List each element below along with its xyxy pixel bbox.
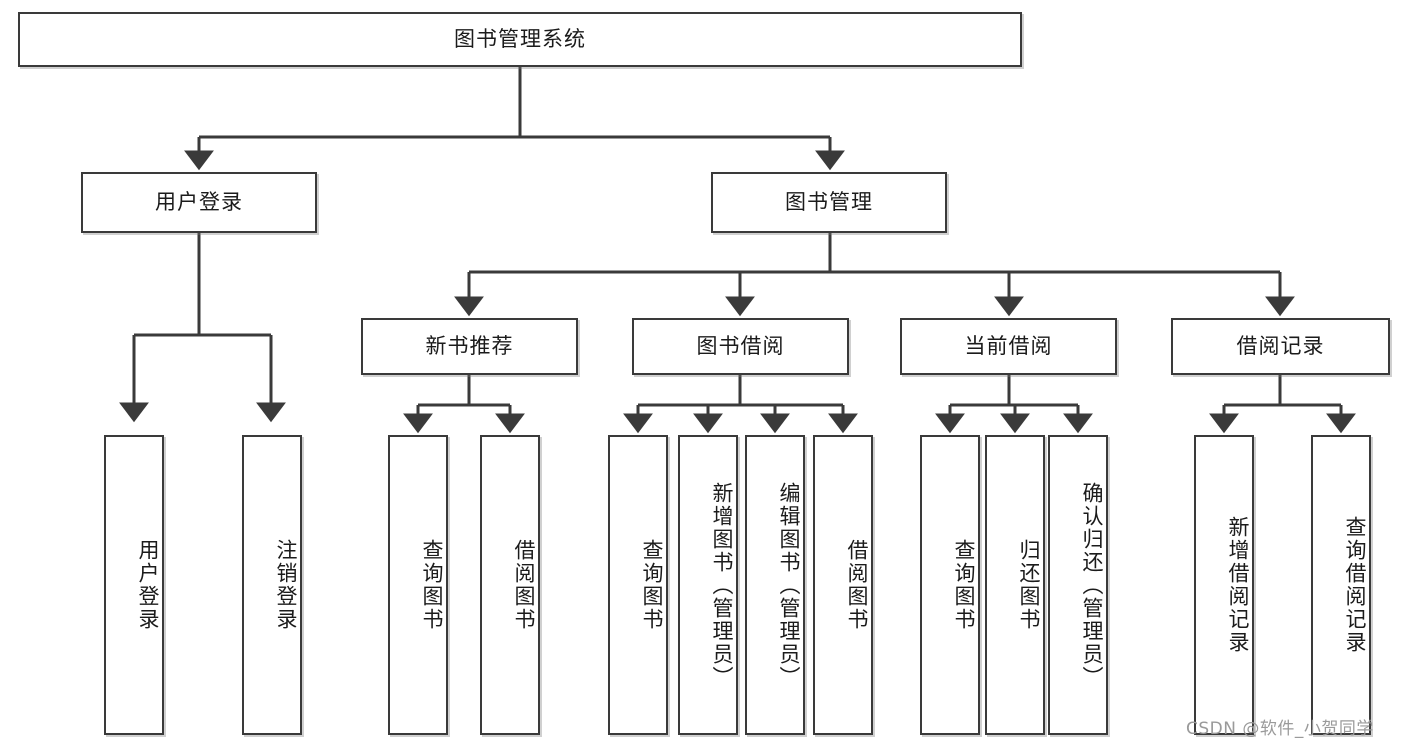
leaf-query-book-borrow: 查询图书 xyxy=(608,435,668,735)
leaf-add-book-admin-label: 新增图书（管理员） xyxy=(710,481,734,689)
node-book-management-label: 图书管理 xyxy=(785,189,873,214)
leaf-query-book-current-label: 查询图书 xyxy=(952,539,976,631)
leaf-logout-label: 注销登录 xyxy=(274,539,298,631)
leaf-user-login: 用户登录 xyxy=(104,435,164,735)
node-root: 图书管理系统 xyxy=(18,12,1022,67)
leaf-borrow-book: 借阅图书 xyxy=(813,435,873,735)
node-book-borrow-label: 图书借阅 xyxy=(696,333,785,358)
leaf-query-book-recommend-label: 查询图书 xyxy=(420,539,444,631)
node-borrow-record: 借阅记录 xyxy=(1171,318,1390,375)
leaf-query-book-recommend: 查询图书 xyxy=(388,435,448,735)
node-user-login: 用户登录 xyxy=(81,172,317,233)
node-borrow-record-label: 借阅记录 xyxy=(1236,333,1325,358)
leaf-logout: 注销登录 xyxy=(242,435,302,735)
node-current-borrow-label: 当前借阅 xyxy=(964,333,1053,358)
leaf-query-book-current: 查询图书 xyxy=(920,435,980,735)
leaf-return-book-label: 归还图书 xyxy=(1017,539,1041,631)
node-new-book-recommend-label: 新书推荐 xyxy=(425,333,514,358)
leaf-user-login-label: 用户登录 xyxy=(136,539,160,631)
leaf-borrow-book-recommend: 借阅图书 xyxy=(480,435,540,735)
leaf-borrow-book-recommend-label: 借阅图书 xyxy=(512,539,536,631)
leaf-add-borrow-record-label: 新增借阅记录 xyxy=(1226,516,1250,654)
leaf-edit-book-admin-label: 编辑图书（管理员） xyxy=(777,481,801,689)
leaf-return-book: 归还图书 xyxy=(985,435,1045,735)
watermark: CSDN @软件_小贺同学 xyxy=(1186,719,1374,739)
node-book-borrow: 图书借阅 xyxy=(632,318,849,375)
leaf-add-book-admin: 新增图书（管理员） xyxy=(678,435,738,735)
leaf-confirm-return-admin: 确认归还（管理员） xyxy=(1048,435,1108,735)
node-root-label: 图书管理系统 xyxy=(454,26,586,51)
node-current-borrow: 当前借阅 xyxy=(900,318,1117,375)
node-user-login-label: 用户登录 xyxy=(155,189,243,214)
leaf-confirm-return-admin-label: 确认归还（管理员） xyxy=(1080,481,1104,689)
leaf-add-borrow-record: 新增借阅记录 xyxy=(1194,435,1254,735)
leaf-query-book-borrow-label: 查询图书 xyxy=(640,539,664,631)
leaf-query-borrow-record-label: 查询借阅记录 xyxy=(1343,516,1367,654)
node-book-management: 图书管理 xyxy=(711,172,947,233)
leaf-edit-book-admin: 编辑图书（管理员） xyxy=(745,435,805,735)
leaf-borrow-book-label: 借阅图书 xyxy=(845,539,869,631)
node-new-book-recommend: 新书推荐 xyxy=(361,318,578,375)
leaf-query-borrow-record: 查询借阅记录 xyxy=(1311,435,1371,735)
